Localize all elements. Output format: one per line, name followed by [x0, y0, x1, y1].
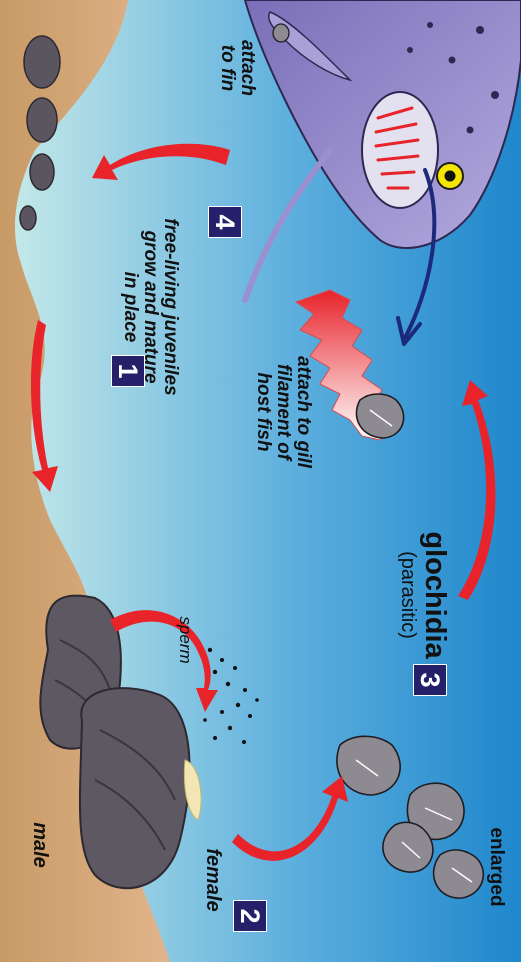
- male-label: male: [30, 822, 50, 868]
- sperm-label: sperm: [175, 616, 195, 663]
- female-label: female: [203, 848, 223, 911]
- fish-gill-cover: [362, 92, 438, 208]
- glochidia-label: glochidia: [425, 531, 445, 658]
- female-mussel: [80, 688, 190, 888]
- stage-2-badge: 2: [233, 900, 267, 932]
- enlarged-label: enlarged: [486, 827, 506, 906]
- juveniles-label: free-living juveniles grow and mature in…: [120, 218, 180, 395]
- attach-fin-label: attach to fin: [217, 40, 257, 96]
- stage-3-badge: 3: [413, 664, 447, 696]
- stage-4-badge: 4: [208, 206, 242, 238]
- glochidium-on-fin: [273, 24, 289, 42]
- parasitic-label: (parasitic): [398, 551, 418, 639]
- attach-gill-label: attach to gill filament of host fish: [253, 356, 313, 468]
- attached-glochidium: [356, 394, 403, 438]
